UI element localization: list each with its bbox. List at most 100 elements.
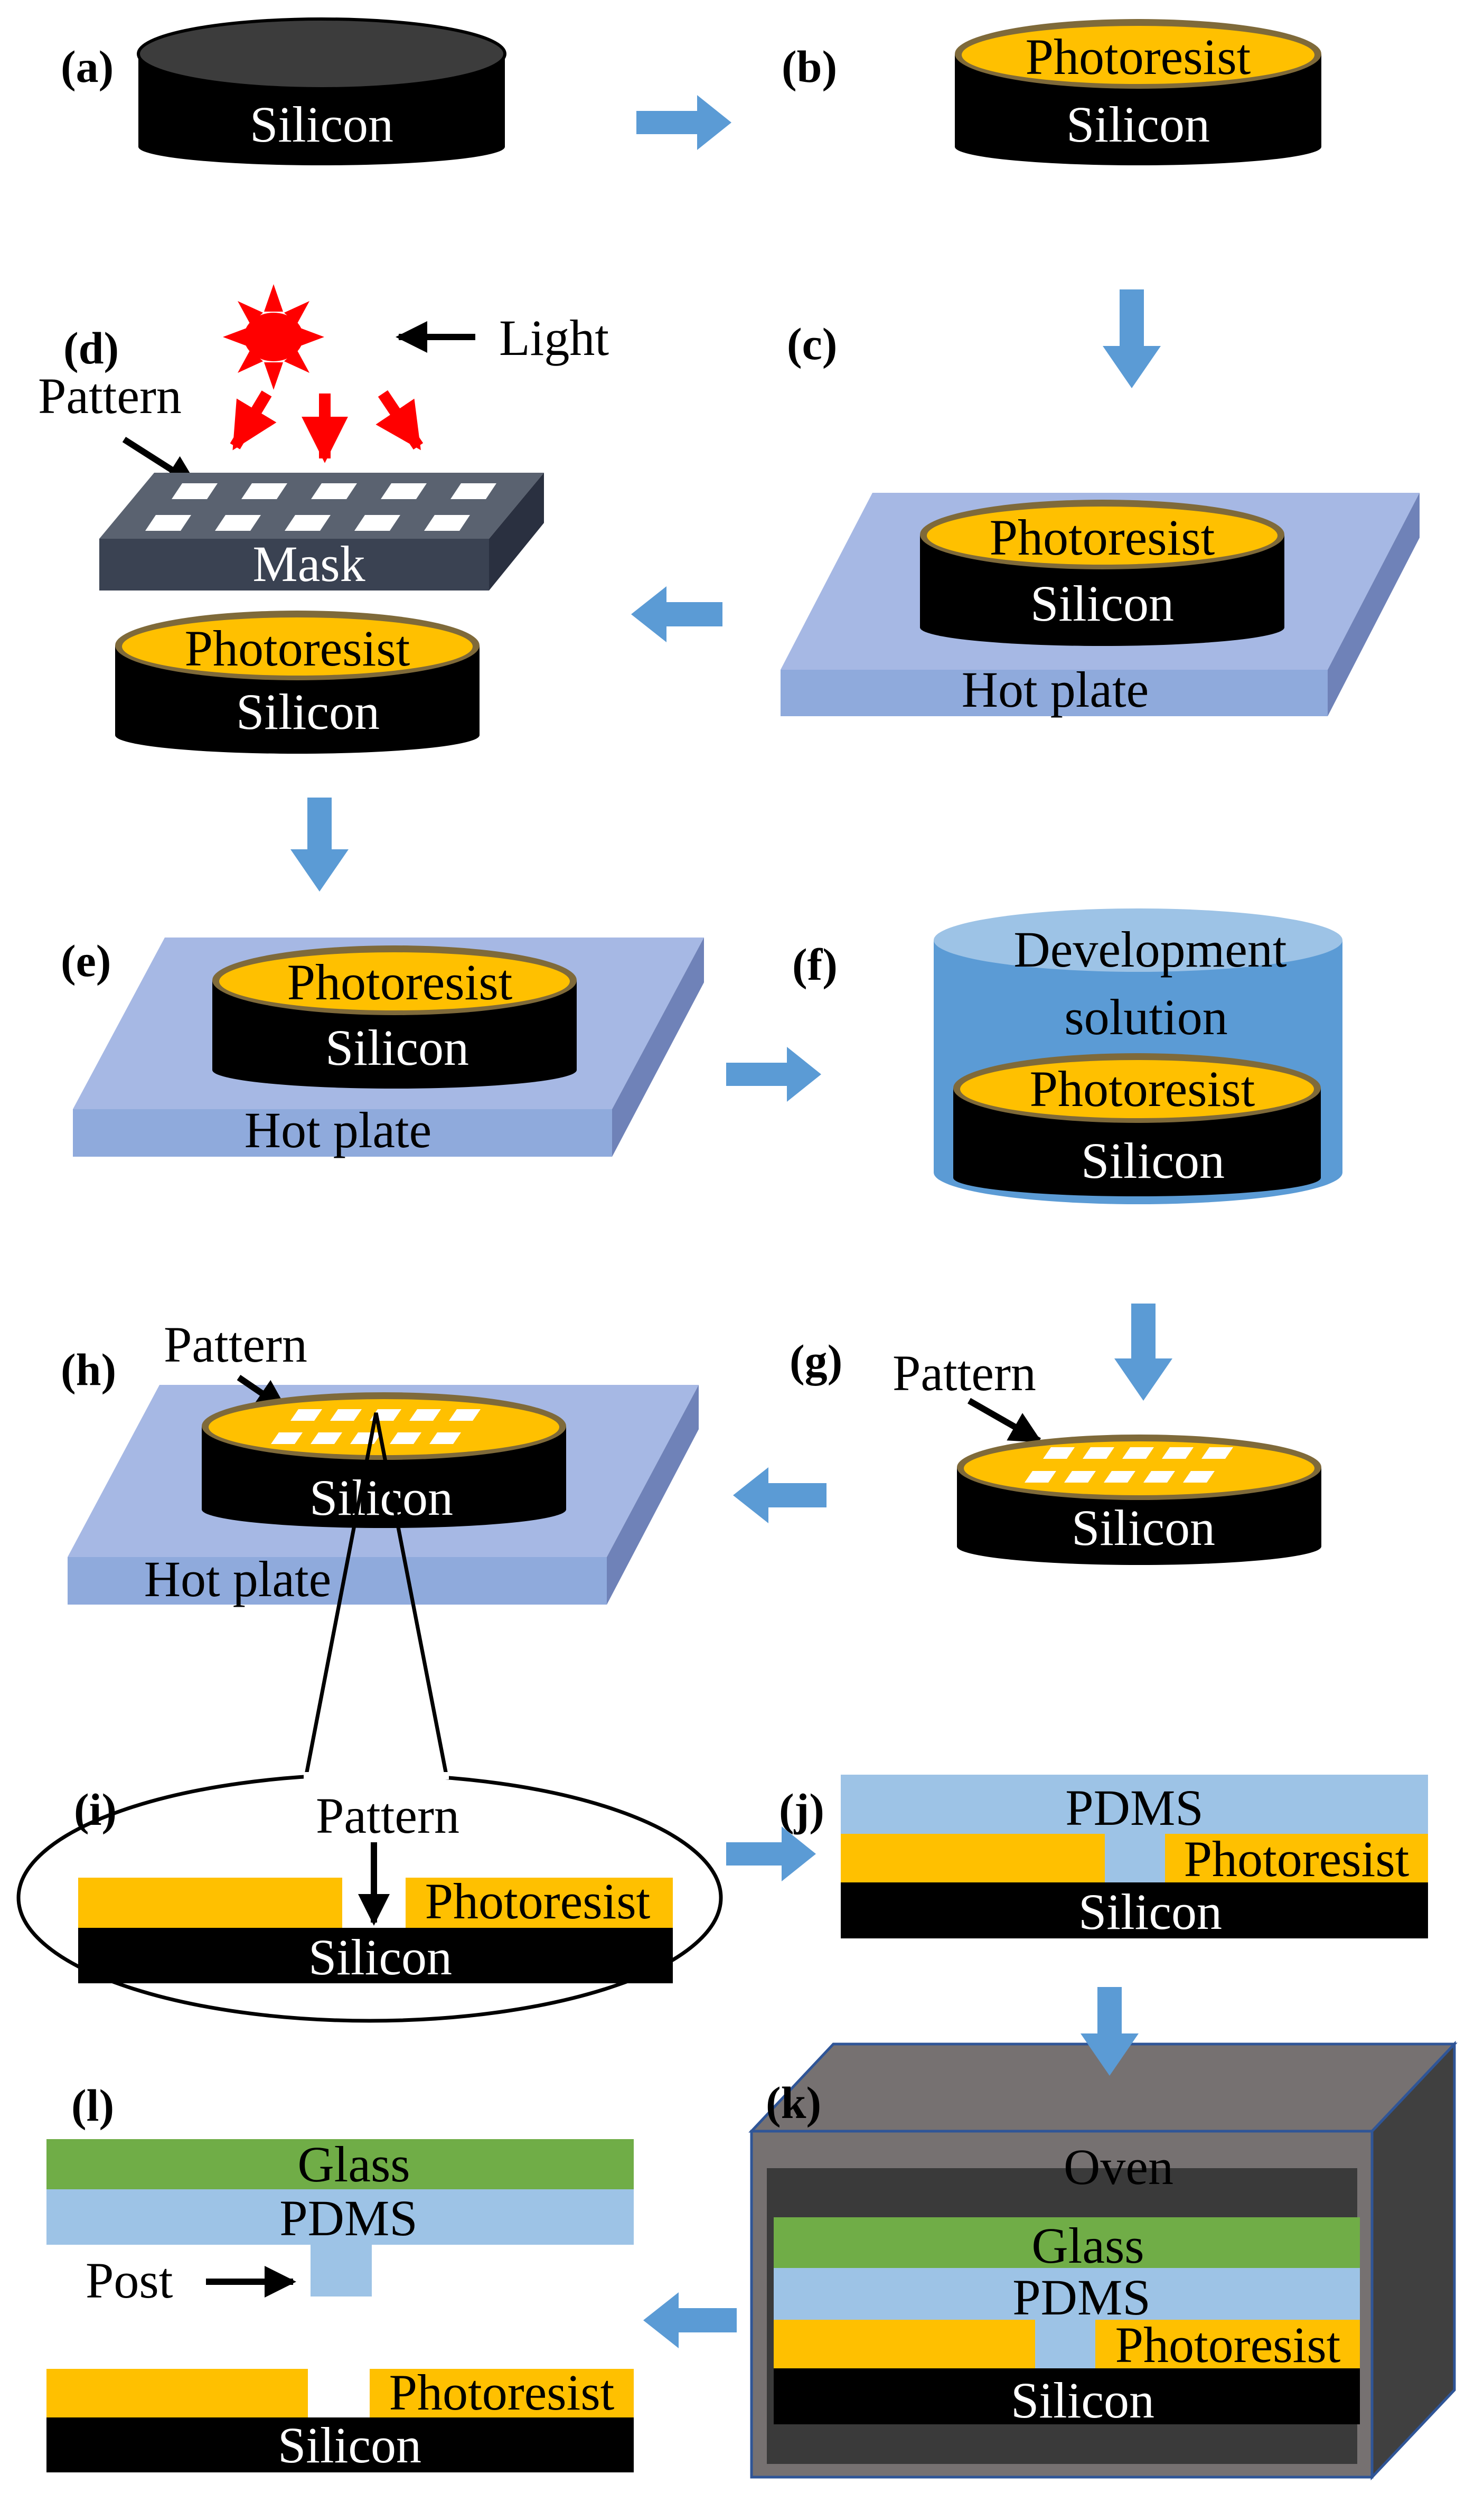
pattern-features — [1025, 1447, 1233, 1483]
step-k: Oven (k) Glass PDMS Photoresist Silicon — [748, 2040, 1458, 2481]
light-ray-arrow — [230, 390, 277, 451]
photoresist-layer — [774, 2320, 1035, 2368]
label-g: (g) — [790, 1335, 842, 1386]
patterned-wafer: Silicon — [202, 1392, 566, 1528]
glass-layer — [46, 2139, 634, 2189]
photoresist-label: Photoresist — [185, 620, 410, 677]
silicon-layer — [46, 2417, 634, 2472]
step-g: (g) Pattern Silicon — [790, 1335, 1321, 1565]
silicon-label: Silicon — [278, 2417, 421, 2473]
pattern-label: Pattern — [164, 1316, 307, 1373]
hot-plate-label: Hot plate — [245, 1102, 432, 1158]
photoresist-layer — [78, 1878, 342, 1928]
arrow-icon — [631, 586, 722, 642]
arrow-icon — [290, 798, 349, 892]
hot-plate-label: Hot plate — [962, 661, 1149, 718]
sun-icon — [223, 284, 324, 390]
silicon-layer — [774, 2368, 1360, 2424]
photoresist-label: Photoresist — [1184, 1831, 1410, 1887]
arrow-icon — [636, 95, 731, 150]
label-e: (e) — [61, 935, 111, 986]
label-b: (b) — [782, 41, 837, 92]
silicon-wafer: Silicon — [137, 17, 506, 165]
arrow-icon — [726, 1826, 816, 1881]
label-d: (d) — [63, 323, 119, 373]
label-h: (h) — [61, 1344, 116, 1395]
silicon-label: Silicon — [1078, 1883, 1222, 1940]
arrow-icon — [1103, 289, 1161, 388]
photoresist-layer — [1165, 1834, 1428, 1882]
photoresist-label: Photoresist — [1115, 2317, 1341, 2373]
development-label: Development — [1013, 921, 1287, 978]
photoresist-layer — [1095, 2320, 1360, 2368]
photoresist-layer — [406, 1878, 673, 1928]
step-c: (c) Hot plate Photoresist Silicon — [781, 318, 1420, 718]
silicon-label: Silicon — [1011, 2372, 1154, 2429]
post-label: Post — [86, 2252, 173, 2309]
label-k: (k) — [766, 2077, 821, 2128]
hot-plate-label: Hot plate — [144, 1551, 332, 1607]
mask-pattern-openings — [145, 483, 496, 531]
glass-label: Glass — [1031, 2217, 1144, 2274]
pdms-post — [1035, 2320, 1095, 2368]
step-l: (l) Glass PDMS Post Photoresist Silicon — [46, 2080, 634, 2473]
photoresist-label: Photoresist — [1030, 1061, 1255, 1117]
arrow-icon — [1081, 1987, 1139, 2076]
wafer-with-photoresist: Photoresist Silicon — [955, 19, 1321, 165]
oven-label: Oven — [1064, 2139, 1173, 2195]
photoresist-label: Photoresist — [425, 1873, 651, 1929]
photoresist-layer — [370, 2369, 634, 2417]
label-f: (f) — [792, 939, 838, 990]
pdms-layer — [841, 1775, 1428, 1834]
mask-label: Mask — [252, 536, 365, 592]
label-j: (j) — [779, 1784, 824, 1835]
photoresist-label: Photoresist — [990, 509, 1215, 566]
pdms-label: PDMS — [1012, 2269, 1150, 2326]
step-h: (h) Hot plate Pattern — [61, 1316, 699, 1775]
step-e: (e) Hot plate Photoresist Silicon — [61, 935, 704, 1158]
pdms-post — [1105, 1834, 1165, 1882]
step-b: (b) Photoresist Silicon — [782, 19, 1321, 165]
arrow-icon — [733, 1467, 826, 1523]
step-a: (a) Silicon — [61, 17, 506, 165]
process-flow-arrows — [290, 95, 1172, 2348]
wafer-with-photoresist: Photoresist Silicon — [953, 1053, 1321, 1196]
pattern-pointer-arrow — [968, 1398, 1042, 1444]
photoresist-label: Photoresist — [287, 954, 513, 1010]
label-l: (l) — [71, 2080, 114, 2131]
light-ray-arrow — [375, 390, 424, 451]
photoresist-layer — [46, 2369, 308, 2417]
pdms-layer — [774, 2268, 1360, 2320]
step-f: (f) Development solution Photoresist Sil… — [792, 908, 1342, 1204]
silicon-label: Silicon — [1066, 96, 1210, 153]
pattern-label: Pattern — [316, 1787, 459, 1844]
arrow-icon — [1114, 1304, 1172, 1401]
photoresist-label: Photoresist — [389, 2364, 615, 2421]
arrow-icon — [726, 1047, 821, 1102]
glass-label: Glass — [297, 2136, 410, 2192]
photoresist-layer — [841, 1834, 1105, 1882]
photoresist-label: Photoresist — [1026, 29, 1251, 85]
wafer-with-photoresist: Photoresist Silicon — [920, 500, 1284, 646]
pattern-label: Pattern — [893, 1345, 1036, 1401]
pdms-layer — [46, 2189, 634, 2245]
mask: Mask — [99, 473, 544, 592]
label-i: (i) — [74, 1784, 117, 1835]
patterned-wafer: Silicon — [957, 1435, 1321, 1565]
wafer-with-photoresist: Photoresist Silicon — [212, 945, 577, 1089]
pdms-post — [311, 2245, 372, 2297]
glass-layer — [774, 2217, 1360, 2268]
pattern-label: Pattern — [38, 368, 182, 424]
step-j: (j) PDMS Photoresist Silicon — [779, 1775, 1428, 1940]
silicon-label: Silicon — [1072, 1499, 1215, 1556]
silicon-label: Silicon — [308, 1929, 452, 1985]
step-i: (i) Pattern Photoresist Silicon — [16, 1412, 723, 2023]
silicon-layer — [841, 1882, 1428, 1938]
pdms-label: PDMS — [1065, 1779, 1203, 1836]
silicon-label: Silicon — [1081, 1132, 1225, 1189]
solution-label: solution — [1064, 989, 1227, 1045]
silicon-label: Silicon — [236, 683, 380, 740]
step-d: (d) Light Pattern — [38, 284, 609, 754]
